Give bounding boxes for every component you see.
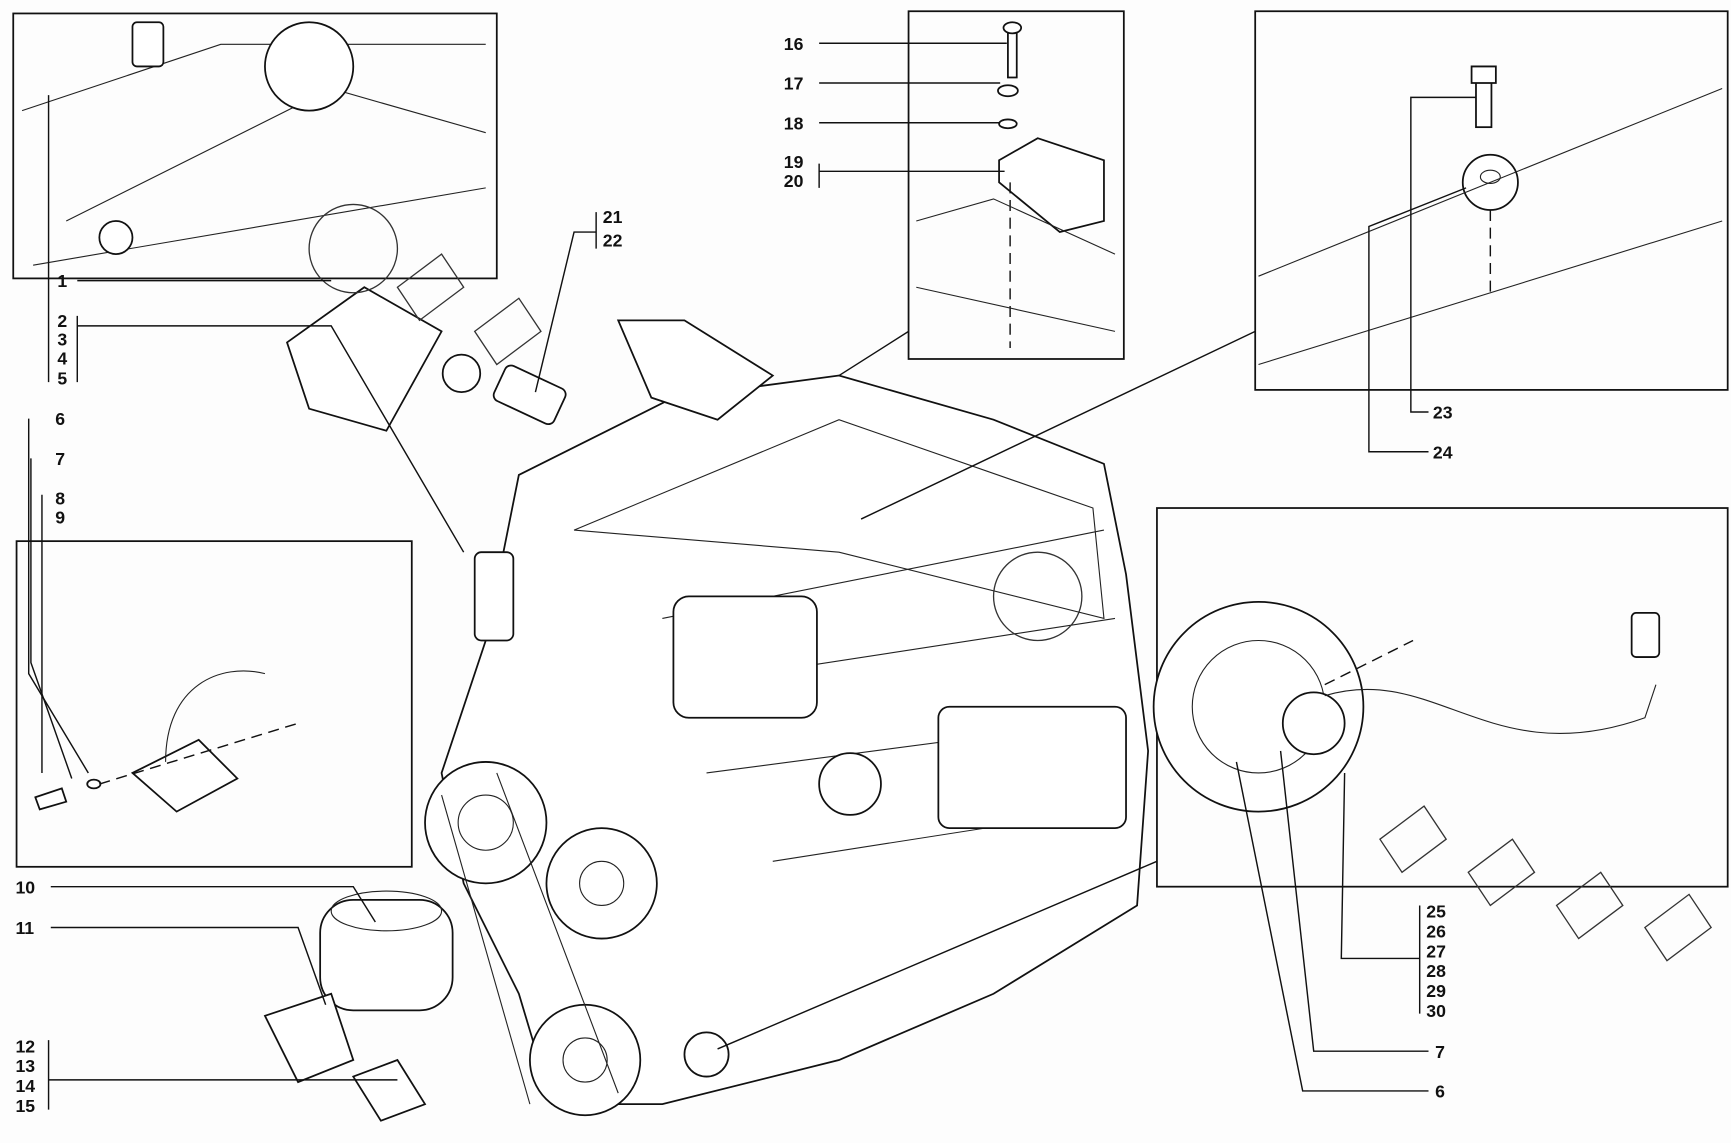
- callout-22: 22: [603, 230, 623, 250]
- callout-2: 2: [57, 311, 67, 331]
- callout-13: 13: [15, 1056, 35, 1076]
- callout-17: 17: [784, 74, 804, 94]
- callout-25: 25: [1426, 902, 1446, 922]
- callout-27: 27: [1426, 941, 1446, 961]
- callout-1: 1: [57, 271, 67, 291]
- callout-15: 15: [15, 1096, 35, 1116]
- leader-lines: [27, 42, 1476, 1110]
- callout-16: 16: [784, 34, 804, 54]
- callout-5: 5: [57, 368, 67, 388]
- inset-top-left: [12, 12, 498, 280]
- callout-7-right: 7: [1435, 1042, 1445, 1062]
- callout-29: 29: [1426, 981, 1446, 1001]
- callout-6-right: 6: [1435, 1082, 1445, 1102]
- callout-24: 24: [1433, 442, 1453, 462]
- callout-11: 11: [15, 918, 34, 938]
- inset-top-right: [1254, 10, 1729, 391]
- inset-details: [21, 21, 1723, 813]
- callout-4: 4: [57, 349, 67, 369]
- callout-21: 21: [603, 207, 623, 227]
- callout-18: 18: [784, 113, 804, 133]
- callout-10: 10: [15, 877, 35, 897]
- inset-top-middle: [907, 10, 1125, 360]
- inset-left-middle: [15, 540, 413, 868]
- callout-20: 20: [784, 171, 804, 191]
- callout-19: 19: [784, 152, 804, 172]
- callout-3: 3: [57, 330, 67, 350]
- callout-6: 6: [55, 409, 65, 429]
- callout-12: 12: [15, 1036, 35, 1056]
- engine-assembly: [263, 286, 1149, 1122]
- callout-23: 23: [1433, 403, 1453, 423]
- callout-labels: 1 2 3 4 5 6 7 8 9 10 11 12 13 14 15 16 1…: [15, 34, 1452, 1116]
- callout-28: 28: [1426, 961, 1446, 981]
- watermark: [308, 203, 1713, 962]
- callout-14: 14: [15, 1076, 35, 1096]
- callout-26: 26: [1426, 921, 1446, 941]
- callout-9: 9: [55, 507, 65, 527]
- callout-7: 7: [55, 449, 65, 469]
- callout-30: 30: [1426, 1001, 1446, 1021]
- callout-8: 8: [55, 489, 65, 509]
